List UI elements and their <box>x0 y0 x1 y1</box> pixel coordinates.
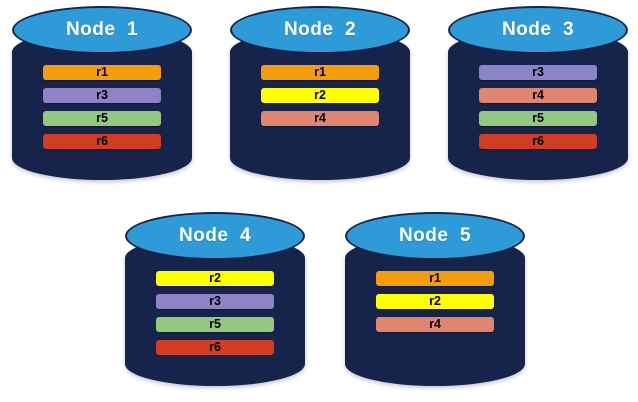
node-title: Node 2 <box>283 19 357 40</box>
database-node-5[interactable]: Node 5 r1 r2 r4 <box>345 212 525 392</box>
replica-label: r5 <box>96 110 108 125</box>
cylinder-body <box>125 236 305 386</box>
replica-list: r2 r3 r5 r6 <box>156 271 274 363</box>
replica-label: r4 <box>429 316 441 331</box>
replica-bar-r3[interactable]: r3 <box>156 294 274 309</box>
replica-label: r4 <box>532 87 544 102</box>
cylinder-body <box>448 30 628 180</box>
replica-list: r3 r4 r5 r6 <box>479 65 597 157</box>
replica-bar-r4[interactable]: r4 <box>376 317 494 332</box>
replica-bar-r5[interactable]: r5 <box>479 111 597 126</box>
replica-bar-r6[interactable]: r6 <box>479 134 597 149</box>
replica-label: r6 <box>96 133 108 148</box>
database-node-4[interactable]: Node 4 r2 r3 r5 r6 <box>125 212 305 392</box>
replica-label: r3 <box>209 293 221 308</box>
replica-label: r3 <box>96 87 108 102</box>
replica-label: r2 <box>314 87 326 102</box>
database-node-2[interactable]: Node 2 r1 r2 r4 <box>230 6 410 186</box>
replica-label: r3 <box>532 64 544 79</box>
replica-bar-r4[interactable]: r4 <box>261 111 379 126</box>
replica-bar-r2[interactable]: r2 <box>261 88 379 103</box>
replica-label: r5 <box>209 316 221 331</box>
node-title: Node 3 <box>501 19 575 40</box>
replica-label: r6 <box>532 133 544 148</box>
cylinder-top-ellipse <box>12 6 192 54</box>
replica-bar-r2[interactable]: r2 <box>156 271 274 286</box>
node-title: Node 1 <box>65 19 139 40</box>
replica-label: r6 <box>209 339 221 354</box>
node-title: Node 4 <box>178 225 252 246</box>
replica-label: r1 <box>429 270 441 285</box>
cylinder-top-ellipse <box>125 212 305 260</box>
replica-label: r2 <box>429 293 441 308</box>
replica-label: r1 <box>96 64 108 79</box>
replica-bar-r1[interactable]: r1 <box>376 271 494 286</box>
replica-bar-r6[interactable]: r6 <box>156 340 274 355</box>
replica-list: r1 r2 r4 <box>376 271 494 340</box>
node-title: Node 5 <box>398 225 472 246</box>
replica-bar-r1[interactable]: r1 <box>43 65 161 80</box>
replica-bar-r5[interactable]: r5 <box>43 111 161 126</box>
database-node-3[interactable]: Node 3 r3 r4 r5 r6 <box>448 6 628 186</box>
replica-label: r1 <box>314 64 326 79</box>
cylinder-body <box>230 30 410 180</box>
replica-bar-r1[interactable]: r1 <box>261 65 379 80</box>
replica-list: r1 r3 r5 r6 <box>43 65 161 157</box>
replica-bar-r2[interactable]: r2 <box>376 294 494 309</box>
replica-label: r2 <box>209 270 221 285</box>
replica-list: r1 r2 r4 <box>261 65 379 134</box>
cylinder-top-ellipse <box>230 6 410 54</box>
cylinder-top-ellipse <box>448 6 628 54</box>
database-node-1[interactable]: Node 1 r1 r3 r5 r6 <box>12 6 192 186</box>
replica-bar-r4[interactable]: r4 <box>479 88 597 103</box>
replica-bar-r6[interactable]: r6 <box>43 134 161 149</box>
replica-bar-r3[interactable]: r3 <box>479 65 597 80</box>
replica-bar-r5[interactable]: r5 <box>156 317 274 332</box>
cylinder-top-ellipse <box>345 212 525 260</box>
replica-bar-r3[interactable]: r3 <box>43 88 161 103</box>
replica-label: r5 <box>532 110 544 125</box>
replica-label: r4 <box>314 110 326 125</box>
